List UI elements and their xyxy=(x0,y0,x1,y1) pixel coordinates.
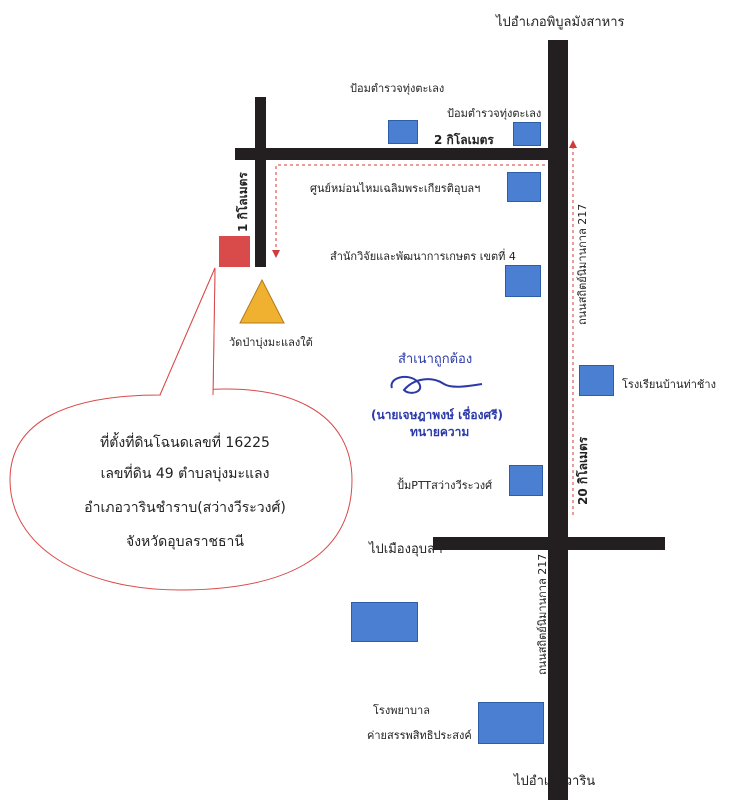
label-temple: วัดป่าบุ่งมะแลงใต้ xyxy=(229,336,313,349)
land-plot-icon xyxy=(219,236,250,267)
road-to-ubon-city xyxy=(433,537,665,550)
label-agri-center: สำนักวิจัยและพัฒนาการเกษตร เขตที่ 4 xyxy=(330,250,516,263)
school-building-icon xyxy=(579,365,614,396)
label-police-box-2: ป้อมตำรวจทุ่งตะเลง xyxy=(447,107,542,120)
agri-center-building-icon xyxy=(505,265,541,297)
police-box-2-building-icon xyxy=(513,122,541,146)
label-highway-upper: ถนนสถิตย์นิมานกาล 217 xyxy=(576,203,589,325)
hospital-building-icon xyxy=(478,702,544,744)
side-road-vertical xyxy=(255,97,266,267)
label-school: โรงเรียนบ้านท่าช้าง xyxy=(622,378,716,391)
temple-triangle-icon xyxy=(239,278,285,324)
stamp-certified: สำเนาถูกต้อง xyxy=(398,352,473,367)
callout-line-3: อำเภอวารินชำราบ(สว่างวีระวงศ์) xyxy=(84,500,286,516)
stamp-title: ทนายความ xyxy=(410,425,470,439)
label-hospital-line2: ค่ายสรรพสิทธิประสงค์ xyxy=(367,729,472,742)
ptt-building-icon xyxy=(509,465,543,496)
callout-line-4: จังหวัดอุบลราชธานี xyxy=(126,534,244,550)
callout-line-1: ที่ตั้งที่ดินโฉนดเลขที่ 16225 xyxy=(100,435,270,451)
label-to-phibun: ไปอำเภอพิบูลมังสาหาร xyxy=(496,15,625,30)
callout-line-2: เลขที่ดิน 49 ตำบลบุ่งมะแลง xyxy=(100,466,270,482)
stamp-name: (นายเจษฎาพงษ์ เชื่องศรี) xyxy=(371,408,504,422)
label-police-box-1: ป้อมตำรวจทุ่งตะเลง xyxy=(350,82,445,95)
label-to-ubon: ไปเมืองอุบลฯ xyxy=(369,542,443,557)
unnamed-building-icon xyxy=(351,602,418,642)
police-box-building-icon xyxy=(388,120,418,144)
label-2km: 2 กิโลเมตร xyxy=(434,133,494,147)
label-highway-lower: ถนนสถิตย์นิมานกาล 217 xyxy=(536,553,549,675)
road-to-police-box xyxy=(235,148,548,160)
label-silk-center: ศูนย์หม่อนไหมเฉลิมพระเกียรติอุบลฯ xyxy=(310,182,481,195)
label-20km: 20 กิโลเมตร xyxy=(576,436,590,505)
label-1km: 1 กิโลเมตร xyxy=(236,172,250,232)
signature-mark xyxy=(390,375,483,394)
silk-center-building-icon xyxy=(507,172,541,202)
label-hospital-line1: โรงพยาบาล xyxy=(373,704,430,717)
highway-217-road xyxy=(548,40,568,800)
label-to-warin: ไปอำเภอวาริน xyxy=(514,774,596,789)
label-ptt: ปั้มPTTสว่างวีระวงศ์ xyxy=(397,479,493,492)
